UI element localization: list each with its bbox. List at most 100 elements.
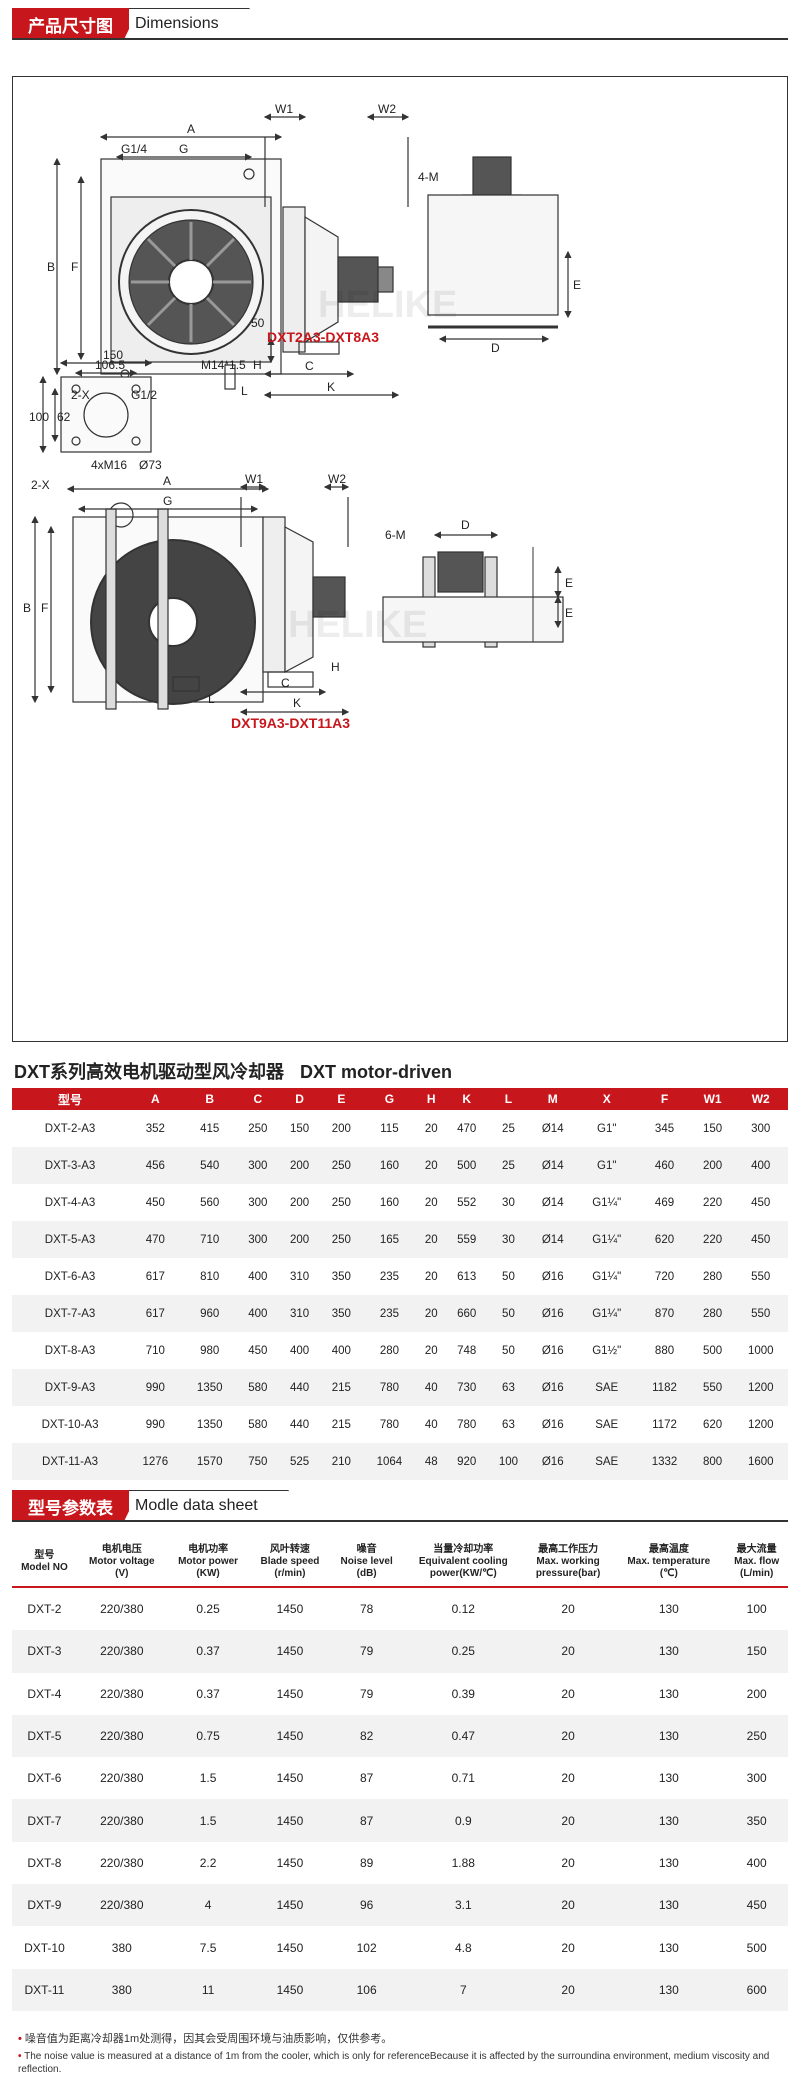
table-cell: 450 — [733, 1221, 788, 1258]
table-cell: 540 — [182, 1147, 237, 1184]
model-header-line: Model NO — [21, 1562, 68, 1573]
label-100: 100 — [29, 410, 49, 424]
section-title-cn: 产品尺寸图 — [12, 8, 139, 40]
table-cell: 50 — [487, 1295, 530, 1332]
table-cell: 130 — [612, 1630, 726, 1673]
dim-header-cell: D — [278, 1088, 321, 1110]
table-cell: 30 — [487, 1221, 530, 1258]
dim-header-cell: M — [529, 1088, 577, 1110]
table-cell: 1450 — [249, 1968, 331, 2011]
table-cell: 130 — [658, 1771, 679, 1786]
table-cell: 40 — [424, 1418, 438, 1431]
table-cell: Ø14 — [541, 1122, 564, 1135]
table-cell: Ø16 — [529, 1295, 577, 1332]
model-header-line: (℃) — [659, 1568, 678, 1579]
table-cell: 220/380 — [100, 1855, 144, 1870]
table-cell: 130 — [658, 1855, 679, 1870]
model-header-line: 当量冷却功率 — [433, 1544, 494, 1555]
table-cell: 106 — [330, 1968, 403, 2011]
table-cell: 350 — [331, 1270, 351, 1283]
model-header-line: Max. flow — [734, 1556, 780, 1567]
table-cell: 380 — [76, 1968, 167, 2011]
table-cell: 0.9 — [402, 1799, 524, 1842]
table-cell: 617 — [128, 1295, 183, 1332]
table-cell: 78 — [359, 1602, 374, 1617]
table-cell: 350 — [320, 1295, 363, 1332]
table-cell: 0.25 — [196, 1602, 220, 1617]
table-cell: 63 — [487, 1369, 530, 1406]
label-W1-top: W1 — [275, 102, 293, 116]
label-2X-top: 2-X — [71, 388, 90, 402]
dim-header-cell: W1 — [691, 1088, 734, 1110]
watermark-top: HELIKE — [318, 284, 457, 326]
table-cell: 0.25 — [402, 1630, 524, 1673]
table-cell: 550 — [691, 1369, 734, 1406]
table-cell: 1350 — [196, 1418, 223, 1431]
table-cell: 580 — [236, 1369, 279, 1406]
table-cell: 300 — [236, 1147, 279, 1184]
table-cell: 100 — [746, 1602, 767, 1617]
table-cell: 400 — [331, 1344, 351, 1357]
table-cell: 1182 — [637, 1369, 692, 1406]
dim-header-cell: 型号 — [12, 1088, 129, 1110]
table-cell: 25 — [487, 1147, 530, 1184]
table-cell: 7.5 — [199, 1940, 217, 1955]
note-cn-text: 噪音值为距离冷却器1m处测得，因其会受周围环境与油质影响，仅供参考。 — [24, 2033, 393, 2045]
table-cell: 400 — [248, 1270, 268, 1283]
caption-bottom-models: DXT9A3-DXT11A3 — [231, 715, 351, 731]
table-cell: 1172 — [652, 1418, 677, 1431]
table-cell: 1200 — [733, 1369, 788, 1406]
table-cell: 1064 — [362, 1443, 417, 1480]
model-header-line: Equivalent cooling — [418, 1556, 508, 1567]
label-phi: Ø73 — [139, 458, 162, 472]
model-header-line: (r/min) — [274, 1568, 306, 1579]
dim-header-cell: K — [445, 1088, 488, 1110]
model-header-line: Max. working — [536, 1556, 600, 1567]
table-cell: 82 — [330, 1714, 403, 1758]
table-cell: 87 — [359, 1771, 374, 1786]
dim-header-cell: F — [637, 1088, 692, 1110]
dim-table-title-en: DXT motor-driven — [300, 1062, 453, 1082]
table-cell: 20 — [561, 1771, 575, 1786]
table-cell: 470 — [128, 1221, 183, 1258]
table-cell: 456 — [128, 1147, 183, 1184]
table-cell: G1¼" — [576, 1221, 638, 1258]
table-cell: 130 — [658, 1602, 679, 1617]
dim-header-cell: A — [128, 1088, 183, 1110]
table-cell: 400 — [733, 1147, 788, 1184]
table-cell: 1450 — [276, 1771, 304, 1786]
table-cell: Ø16 — [541, 1344, 564, 1357]
table-cell: 25 — [502, 1122, 515, 1135]
table-cell: 250 — [248, 1122, 268, 1135]
table-cell: 748 — [457, 1344, 477, 1357]
table-cell: 210 — [320, 1443, 363, 1480]
dim-header-cell: L — [487, 1088, 530, 1110]
model-header-line: 最大流量 — [736, 1544, 777, 1555]
table-cell: SAE — [576, 1369, 638, 1406]
table-cell: DXT-9-A3 — [12, 1369, 129, 1406]
table-cell: 20 — [561, 1602, 575, 1617]
label-D-top: D — [491, 341, 500, 355]
table-cell: 20 — [561, 1940, 575, 1955]
table-cell: 620 — [703, 1418, 723, 1431]
table-cell: G1½" — [592, 1344, 622, 1357]
table-cell: 620 — [637, 1221, 692, 1258]
table-cell: 20 — [416, 1295, 446, 1332]
table-cell: DXT-9 — [12, 1884, 77, 1927]
table-cell: DXT-10-A3 — [41, 1418, 99, 1431]
dimension-drawings: HELIKE HELIKE A G1/4 G B F M14*1.5 L 2-X… — [12, 76, 788, 1042]
table-cell: 720 — [654, 1270, 675, 1283]
table-cell: 1450 — [249, 1799, 331, 1842]
label-H-bottom: H — [331, 660, 340, 674]
table-cell: DXT-10 — [24, 1940, 65, 1955]
table-cell: 0.37 — [196, 1686, 220, 1701]
